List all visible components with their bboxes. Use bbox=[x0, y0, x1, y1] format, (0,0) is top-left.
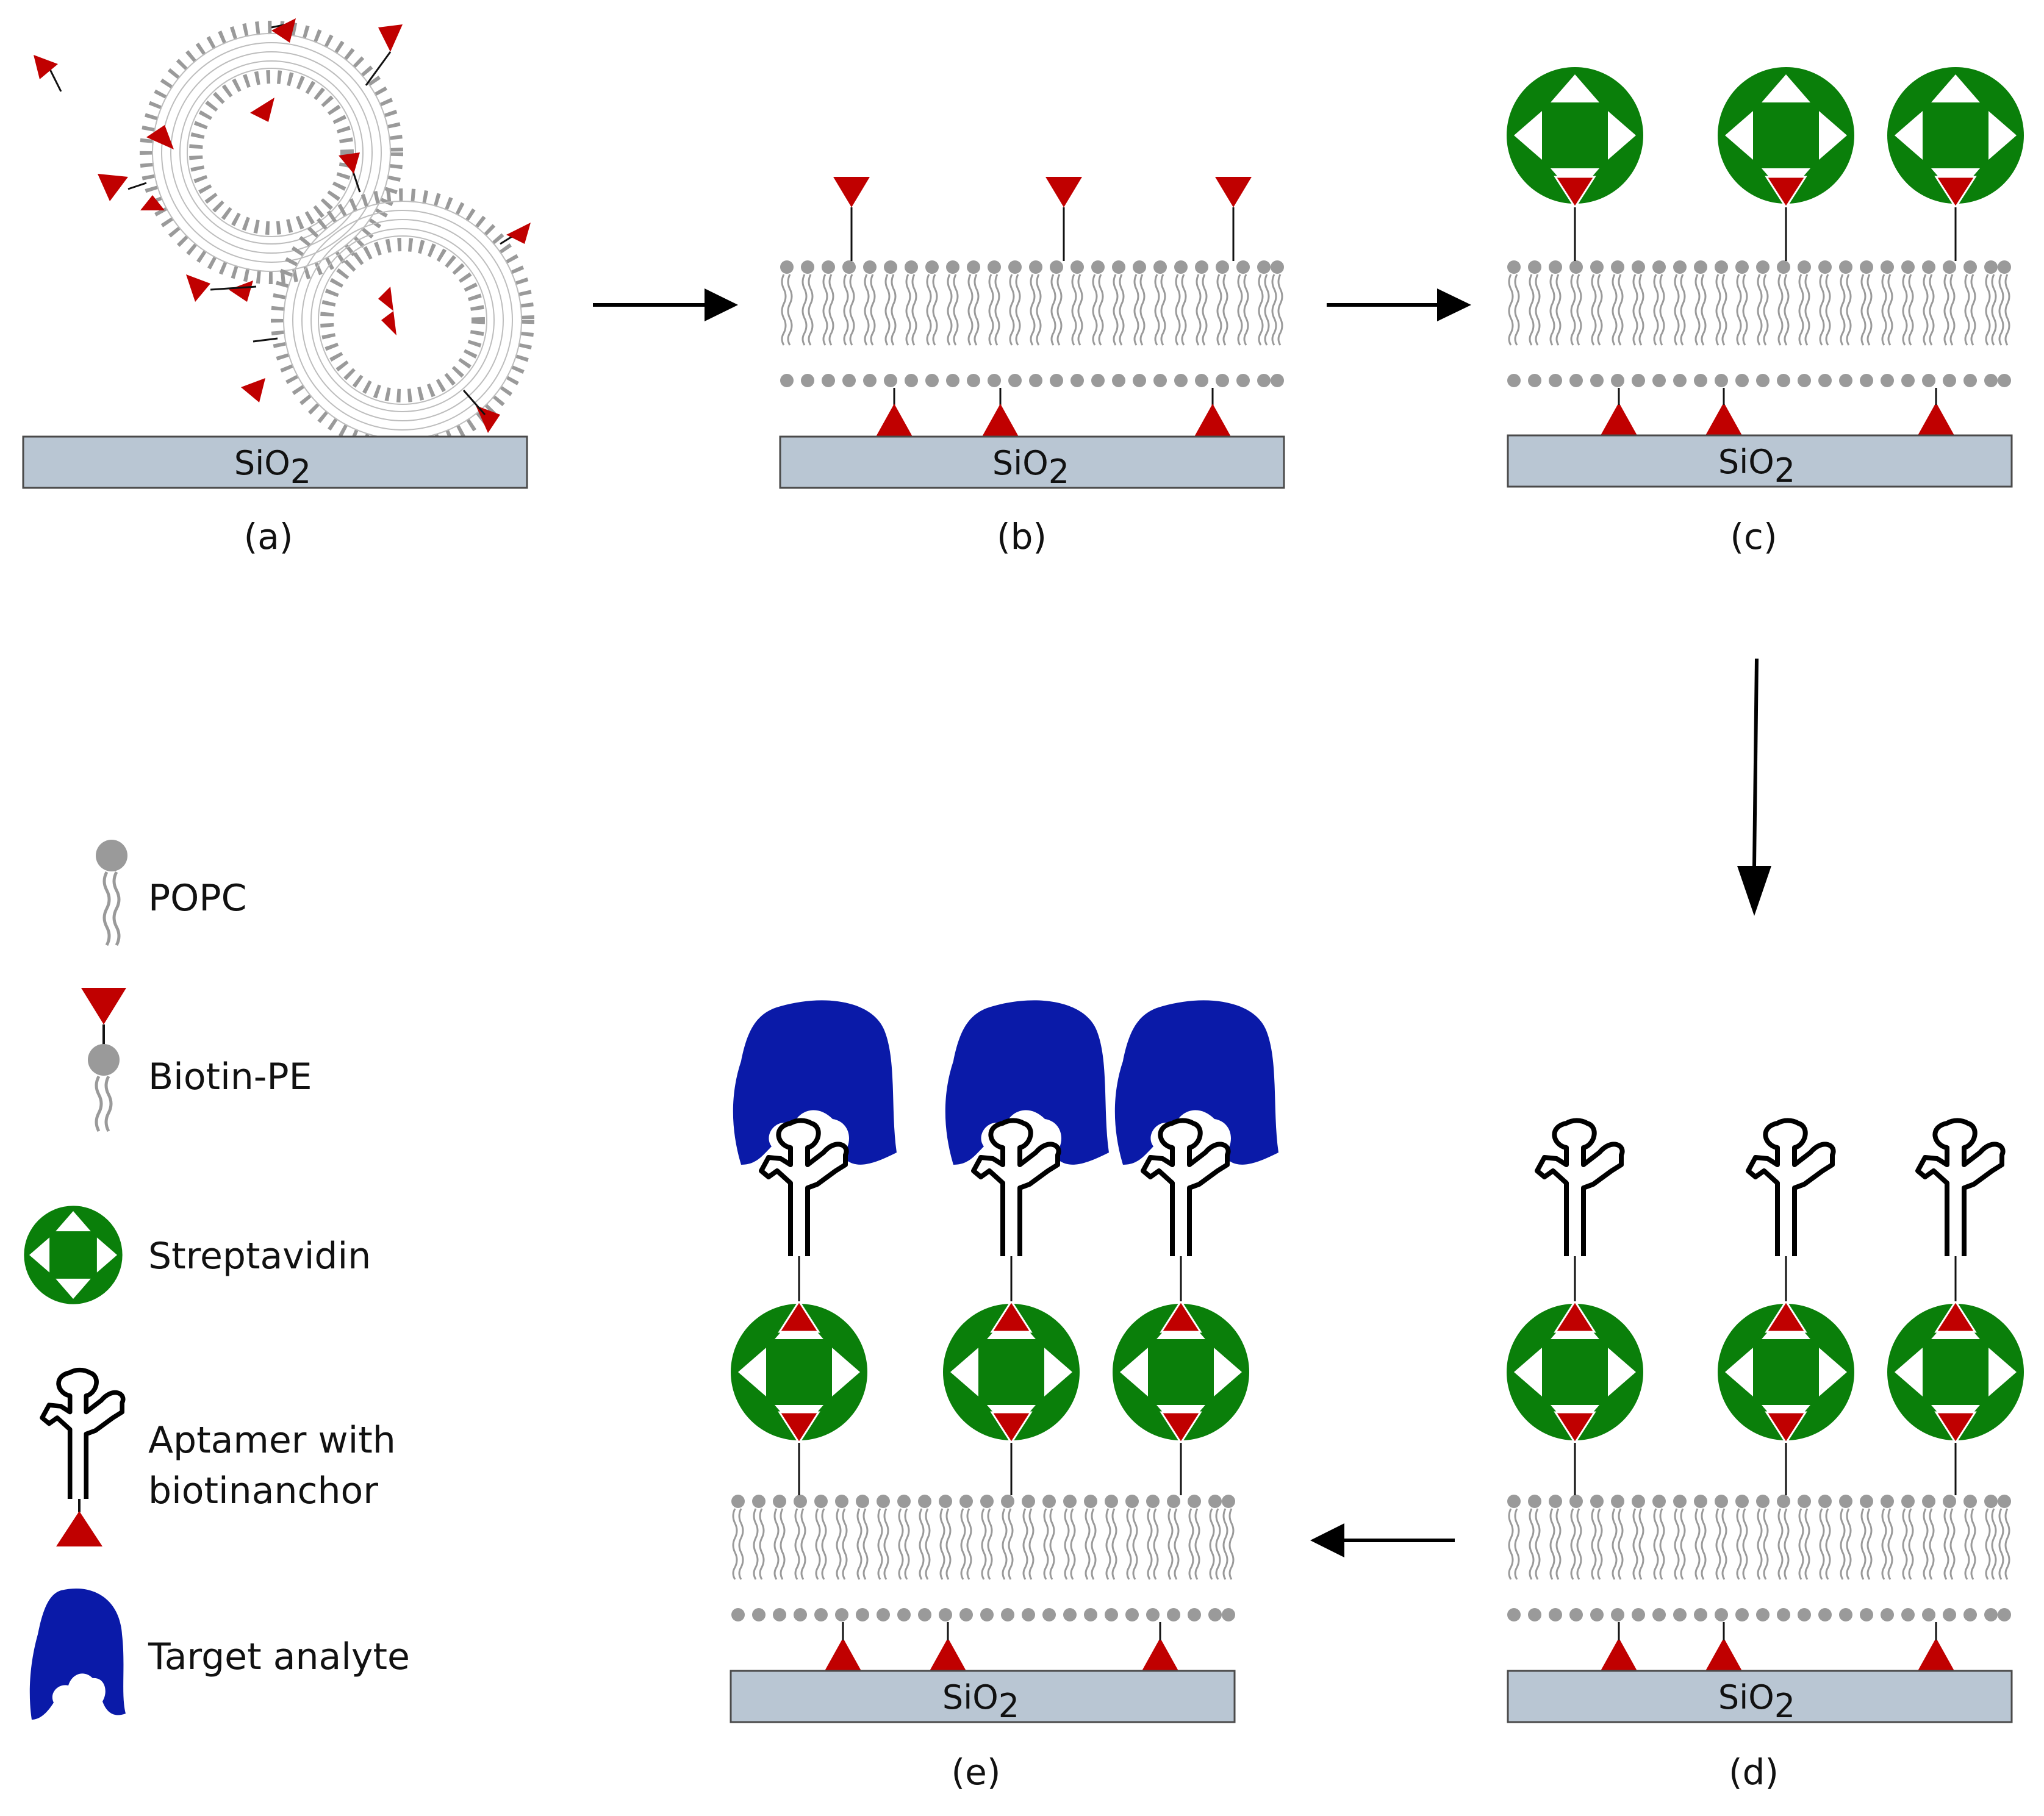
panel-caption: (c) bbox=[1730, 516, 1777, 557]
legend-label-streptavidin: Streptavidin bbox=[148, 1235, 371, 1278]
streptavidin-icon bbox=[1507, 67, 2024, 261]
substrate: SiO2 bbox=[1507, 1670, 2013, 1725]
streptavidin-icon bbox=[1507, 1299, 2024, 1495]
lipid-bilayer bbox=[730, 1493, 1236, 1623]
panel-caption: (d) bbox=[1729, 1751, 1779, 1793]
aptamer-icon bbox=[1537, 1121, 2003, 1301]
substrate: SiO2 bbox=[22, 435, 528, 491]
vesicle-icon bbox=[34, 18, 403, 284]
biotin-icon bbox=[1601, 388, 1954, 435]
substrate-label: SiO2 bbox=[992, 444, 1069, 491]
substrate-label: SiO2 bbox=[1718, 443, 1795, 490]
biotin-icon bbox=[1601, 1622, 1954, 1671]
legend-label-biotin-pe: Biotin-PE bbox=[148, 1056, 312, 1098]
panel-e: SiO2 (e) bbox=[730, 1000, 1278, 1793]
panel-caption: (b) bbox=[997, 516, 1047, 557]
legend-label-target: Target analyte bbox=[148, 1635, 410, 1678]
panel-caption: (a) bbox=[244, 516, 293, 557]
biotin-icon bbox=[876, 388, 1231, 437]
legend-label-aptamer-line2: biotinanchor bbox=[148, 1470, 378, 1512]
biotin-icon bbox=[81, 988, 126, 1132]
lipid-bilayer bbox=[1506, 1493, 2012, 1623]
vesicle-icon bbox=[186, 98, 534, 452]
panel-b: SiO2 (b) bbox=[779, 177, 1285, 557]
substrate: SiO2 bbox=[1507, 434, 2013, 490]
legend-label-aptamer-line1: Aptamer with bbox=[148, 1419, 396, 1462]
arrow-icon bbox=[1310, 1523, 1455, 1557]
panel-d: SiO2 (d) bbox=[1506, 1121, 2024, 1793]
arrow-icon bbox=[1327, 288, 1471, 321]
substrate-label: SiO2 bbox=[1718, 1678, 1795, 1725]
biotin-icon bbox=[825, 1622, 1178, 1671]
lipid-icon bbox=[96, 840, 127, 946]
substrate: SiO2 bbox=[779, 435, 1285, 491]
streptavidin-icon bbox=[731, 1299, 1249, 1495]
analyte-icon bbox=[29, 1589, 126, 1720]
arrow-icon bbox=[593, 288, 738, 321]
lipid-bilayer bbox=[779, 259, 1285, 388]
panel-c: SiO2 (c) bbox=[1506, 67, 2024, 557]
panel-a: SiO2 (a) bbox=[22, 18, 534, 557]
legend-label-popc: POPC bbox=[148, 877, 246, 920]
biotin-icon bbox=[56, 1511, 102, 1546]
aptamer-icon bbox=[42, 1370, 123, 1499]
arrow-icon bbox=[1737, 658, 1771, 916]
streptavidin-icon bbox=[24, 1206, 123, 1304]
biotin-icon bbox=[833, 177, 1252, 261]
aptamer-icon bbox=[761, 1121, 1228, 1301]
lipid-bilayer bbox=[1506, 259, 2012, 388]
substrate-label: SiO2 bbox=[234, 444, 311, 491]
legend: POPC Biotin-PE Streptavidin Aptamer with… bbox=[24, 840, 410, 1720]
panel-caption: (e) bbox=[952, 1751, 1001, 1793]
substrate: SiO2 bbox=[730, 1670, 1236, 1725]
substrate-label: SiO2 bbox=[942, 1678, 1019, 1725]
